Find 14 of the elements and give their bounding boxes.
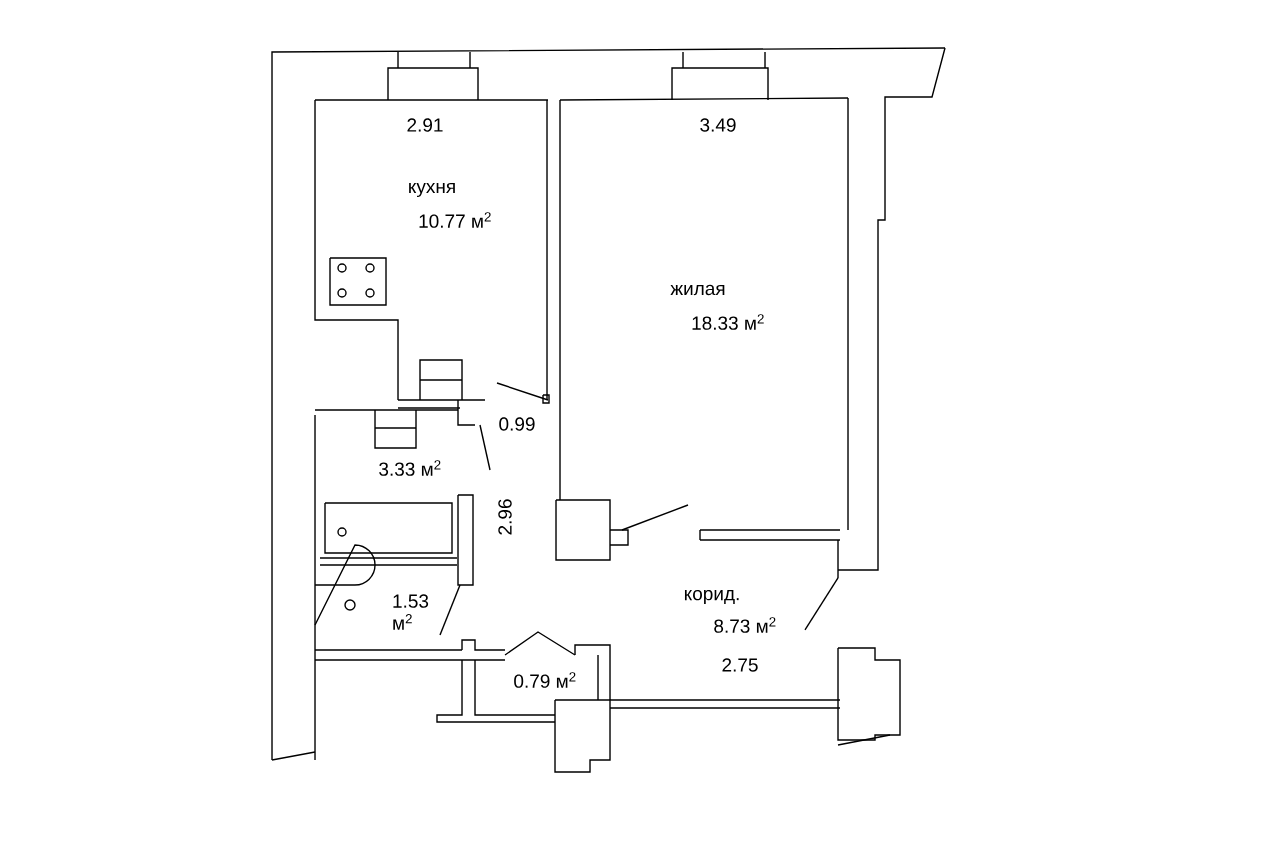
room-name: корид. [684, 589, 739, 605]
room-name: жилая [670, 284, 725, 296]
dimension-label: 0.99 [499, 417, 535, 431]
dimension-label: 2.96 [498, 499, 512, 535]
dimension-label: 2.91 [407, 118, 443, 132]
area-label: 1.53 м$^{2}$ [393, 594, 429, 630]
area-label: 3.33 м$^{2}$ [379, 460, 441, 476]
area-label: 0.79 м$^{2}$ [514, 672, 576, 688]
area-label: 18.33 м$^{2}$ [692, 314, 764, 330]
dimension-label: 3.49 [700, 118, 736, 132]
area-label: 10.77 м$^{2}$ [419, 212, 491, 228]
room-name: кухня [409, 183, 455, 197]
dimension-label: 2.75 [722, 658, 758, 672]
area-label: 8.73 м$^{2}$ [714, 617, 776, 633]
